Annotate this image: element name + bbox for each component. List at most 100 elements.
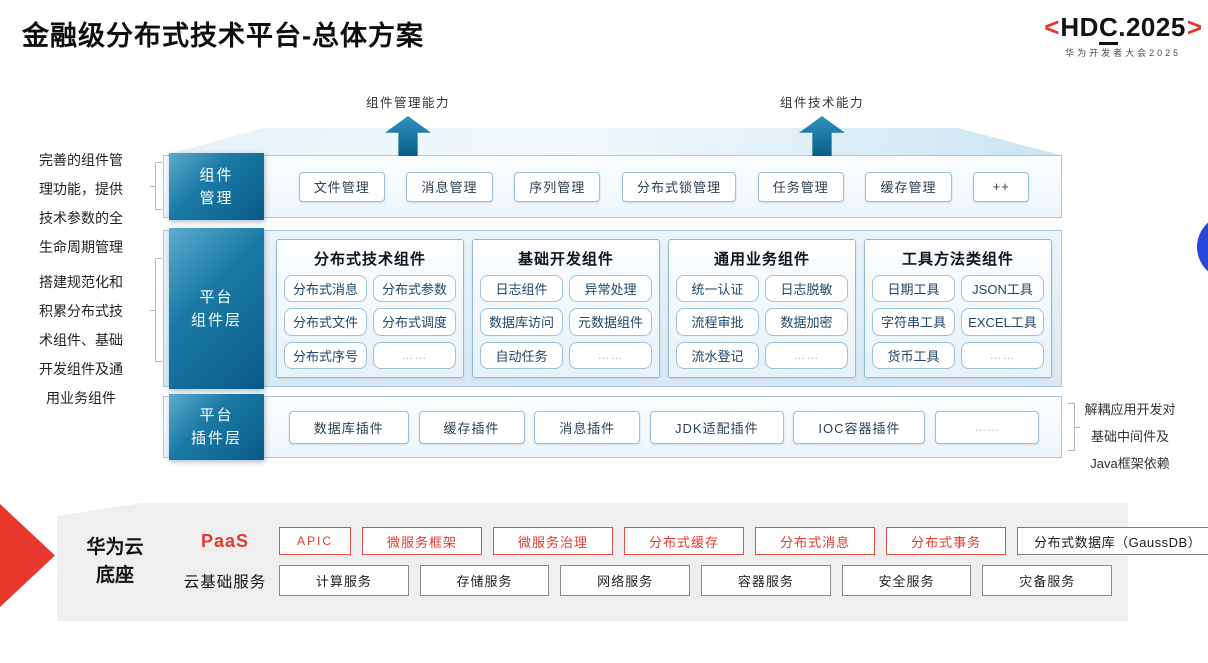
iaas-box: 容器服务 <box>701 565 831 596</box>
red-arrow-icon <box>0 504 55 607</box>
management-capability-label: 组件管理能力 <box>365 96 450 110</box>
component-cell-more: …… <box>765 341 848 369</box>
iaas-label: 云基础服务 <box>183 573 267 591</box>
paas-box: APIC <box>279 527 352 555</box>
component-cell: 异常处理 <box>569 275 652 303</box>
group-title: 通用业务组件 <box>713 251 810 268</box>
plugin-chip-more: …… <box>935 410 1040 444</box>
iaas-box: 灾备服务 <box>982 565 1113 596</box>
group-grid: 分布式消息 分布式参数 分布式文件 分布式调度 分布式序号 …… <box>277 275 463 377</box>
technical-capability-callout: 组件技术能力 <box>762 92 882 156</box>
plugin-chip: 数据库插件 <box>288 410 409 444</box>
hdc-logo-text: < HDC.2025 > <box>1044 12 1202 45</box>
group-distributed-tech: 分布式技术组件 分布式消息 分布式参数 分布式文件 分布式调度 分布式序号 …… <box>276 239 464 378</box>
perspective-top-face <box>165 128 1060 155</box>
hdc-logo: < HDC.2025 > 华为开发者大会2025 <box>1044 12 1202 59</box>
group-title: 工具方法类组件 <box>901 251 1014 268</box>
paas-boxes: APIC 微服务框架 微服务治理 分布式缓存 分布式消息 分布式事务 分布式数据… <box>279 527 1208 555</box>
paas-box: 分布式事务 <box>886 527 1007 555</box>
platform-groups: 分布式技术组件 分布式消息 分布式参数 分布式文件 分布式调度 分布式序号 ……… <box>267 231 1061 386</box>
logo-c-underlined: C <box>1098 12 1119 45</box>
iaas-boxes: 计算服务 存储服务 网络服务 容器服务 安全服务 灾备服务 <box>279 565 1113 596</box>
left-note-components: 搭建规范化和积累分布式技术组件、基础开发组件及通用业务组件 <box>39 274 123 406</box>
management-capability-callout: 组件管理能力 <box>348 92 468 156</box>
blue-circle-decoration <box>1197 214 1208 280</box>
layer-component-management: 组件 管理 文件管理 消息管理 序列管理 分布式锁管理 任务管理 缓存管理 ++ <box>163 153 1062 220</box>
plugin-chip: JDK适配插件 <box>650 410 784 444</box>
foundation-label: 华为云 底座 <box>81 534 149 590</box>
iaas-box: 安全服务 <box>841 565 972 596</box>
group-grid: 日期工具 JSON工具 字符串工具 EXCEL工具 货币工具 …… <box>865 275 1051 377</box>
management-chip: 消息管理 <box>406 171 493 202</box>
iaas-box: 存储服务 <box>419 565 550 596</box>
left-bracket-components <box>150 258 162 362</box>
component-cell: 分布式调度 <box>373 308 456 336</box>
huawei-cloud-foundation-panel: 华为云 底座 PaaS APIC 微服务框架 微服务治理 分布式缓存 分布式消息… <box>57 503 1208 621</box>
up-arrow-icon <box>385 116 431 156</box>
management-chip: 任务管理 <box>757 171 844 202</box>
management-chip: 分布式锁管理 <box>621 171 736 202</box>
component-cell: 数据加密 <box>765 308 848 336</box>
component-cell: 分布式参数 <box>373 275 456 303</box>
foundation-label-line: 华为云 <box>86 537 144 558</box>
component-cell: EXCEL工具 <box>961 308 1044 336</box>
paas-box: 分布式消息 <box>755 527 876 555</box>
group-common-business: 通用业务组件 统一认证 日志脱敏 流程审批 数据加密 流水登记 …… <box>668 239 856 378</box>
page-title: 金融级分布式技术平台-总体方案 <box>22 21 424 51</box>
left-bracket-management <box>150 162 162 210</box>
technical-capability-label: 组件技术能力 <box>779 96 864 110</box>
component-cell: 分布式消息 <box>284 275 367 303</box>
up-arrow-icon <box>799 116 845 156</box>
logo-year: .2025 <box>1118 12 1186 42</box>
component-cell: 数据库访问 <box>480 308 563 336</box>
logo-right-bracket: > <box>1186 12 1202 42</box>
right-note-decoupling: 解耦应用开发对基础中间件及Java框架依赖 <box>1084 402 1176 471</box>
component-cell: 流水登记 <box>676 341 759 369</box>
component-cell-more: …… <box>373 341 456 369</box>
layer-platform-components: 平台 组件层 分布式技术组件 分布式消息 分布式参数 分布式文件 分布式调度 分… <box>163 228 1062 389</box>
layer-platform-plugins: 平台 插件层 数据库插件 缓存插件 消息插件 JDK适配插件 IOC容器插件 …… <box>163 394 1062 460</box>
management-chip: 文件管理 <box>298 171 385 202</box>
plugin-items: 数据库插件 缓存插件 消息插件 JDK适配插件 IOC容器插件 …… <box>267 397 1061 457</box>
right-bracket-plugins <box>1068 403 1080 451</box>
layer-label-line: 平台 <box>199 288 234 306</box>
component-cell: 日期工具 <box>872 275 955 303</box>
plugin-chip: 消息插件 <box>534 410 641 444</box>
left-note-management: 完善的组件管理功能，提供技术参数的全生命周期管理 <box>39 152 123 255</box>
component-cell: 自动任务 <box>480 341 563 369</box>
group-title: 基础开发组件 <box>517 251 614 268</box>
group-grid: 日志组件 异常处理 数据库访问 元数据组件 自动任务 …… <box>473 275 659 377</box>
component-cell: 流程审批 <box>676 308 759 336</box>
management-items: 文件管理 消息管理 序列管理 分布式锁管理 任务管理 缓存管理 ++ <box>267 156 1061 217</box>
component-cell: 货币工具 <box>872 341 955 369</box>
logo-hdc: HDC.2025 <box>1060 12 1186 45</box>
management-chip: 缓存管理 <box>865 171 952 202</box>
paas-box: 微服务治理 <box>493 527 614 555</box>
component-cell: 字符串工具 <box>872 308 955 336</box>
component-cell: JSON工具 <box>961 275 1044 303</box>
plugin-chip: IOC容器插件 <box>793 410 926 444</box>
iaas-box: 计算服务 <box>279 565 409 596</box>
paas-row: PaaS APIC 微服务框架 微服务治理 分布式缓存 分布式消息 分布式事务 … <box>179 527 1208 555</box>
cloud-basic-services-row: 云基础服务 计算服务 存储服务 网络服务 容器服务 安全服务 灾备服务 <box>179 565 1113 596</box>
component-cell: 分布式文件 <box>284 308 367 336</box>
layer-label-line: 管理 <box>199 189 234 207</box>
logo-subtitle: 华为开发者大会2025 <box>1065 48 1182 58</box>
component-cell: 分布式序号 <box>284 341 367 369</box>
component-cell: 元数据组件 <box>569 308 652 336</box>
paas-box: 微服务框架 <box>362 527 483 555</box>
paas-box: 分布式缓存 <box>624 527 745 555</box>
component-cell-more: …… <box>569 341 652 369</box>
group-title: 分布式技术组件 <box>313 251 426 268</box>
paas-label: PaaS <box>200 530 250 551</box>
paas-box-gaussdb: 分布式数据库（GaussDB） <box>1017 527 1208 555</box>
group-tool-methods: 工具方法类组件 日期工具 JSON工具 字符串工具 EXCEL工具 货币工具 …… <box>864 239 1052 378</box>
iaas-box: 网络服务 <box>560 565 691 596</box>
component-cell-more: …… <box>961 341 1044 369</box>
management-chip-plus: ++ <box>973 171 1030 202</box>
layer-label-line: 插件层 <box>190 430 242 447</box>
foundation-label-line: 底座 <box>95 565 134 586</box>
layer-label-line: 平台 <box>199 407 234 424</box>
layer-label-component-management: 组件 管理 <box>169 153 264 220</box>
